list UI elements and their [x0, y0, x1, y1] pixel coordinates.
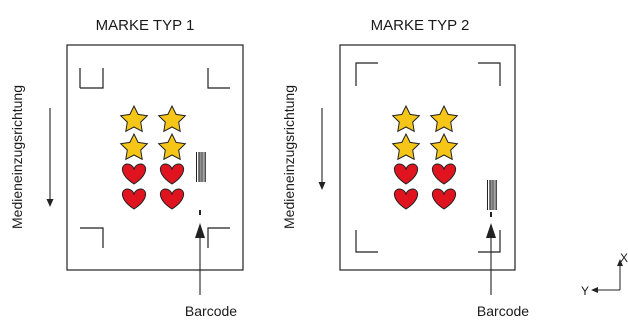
x-axis-label: X [620, 251, 628, 265]
star-icon [392, 105, 420, 132]
barcode-label: Barcode [185, 303, 237, 319]
heart-icon [393, 163, 419, 185]
y-axis-label: Y [581, 284, 589, 298]
barcode-label: Barcode [477, 303, 529, 319]
barcode-tick [199, 210, 201, 215]
registration-mark-top-left-corner [80, 68, 100, 88]
panel-type-2: MARKE TYP 2 Medieneinzugsrichtung Barcod… [281, 17, 529, 319]
axis-indicator: X Y [581, 251, 628, 298]
star-icon [392, 133, 420, 160]
mark-br [207, 227, 230, 248]
barcode-tick [490, 212, 492, 217]
star-icon [120, 105, 148, 132]
panel-title: MARKE TYP 2 [371, 17, 470, 34]
star-icon [430, 105, 458, 132]
heart-icon [121, 163, 147, 185]
media-sheet [66, 44, 244, 271]
arrow-head [318, 182, 326, 190]
barcode-icon [196, 152, 206, 182]
panel-type-1: MARKE TYP 1 Medieneinzugsrichtung Barcod… [9, 17, 244, 319]
mark-tr [207, 68, 230, 89]
direction-label: Medieneinzugsrichtung [281, 85, 297, 229]
star-icon [158, 105, 186, 132]
star-icon [430, 133, 458, 160]
mark-tr [478, 62, 501, 86]
star-icon [120, 133, 148, 160]
heart-icon [121, 188, 147, 210]
heart-icon [159, 163, 185, 185]
panel-title: MARKE TYP 1 [96, 17, 195, 34]
heart-icon [431, 163, 457, 185]
mark-bl [355, 230, 378, 253]
media-sheet [339, 44, 516, 271]
barcode-pointer-head [195, 223, 205, 238]
heart-icon [431, 188, 457, 210]
barcode-pointer-head [486, 223, 496, 238]
heart-icon [393, 188, 419, 210]
y-axis-head [591, 287, 598, 293]
direction-label: Medieneinzugsrichtung [9, 85, 25, 229]
mark-tl [80, 68, 104, 89]
barcode-icon [487, 180, 497, 210]
star-icon [158, 133, 186, 160]
mark-bl [80, 227, 104, 248]
mark-tl [355, 62, 378, 86]
heart-icon [159, 188, 185, 210]
arrow-head [46, 199, 54, 207]
x-axis-head [617, 259, 623, 266]
mark-br [478, 230, 501, 253]
